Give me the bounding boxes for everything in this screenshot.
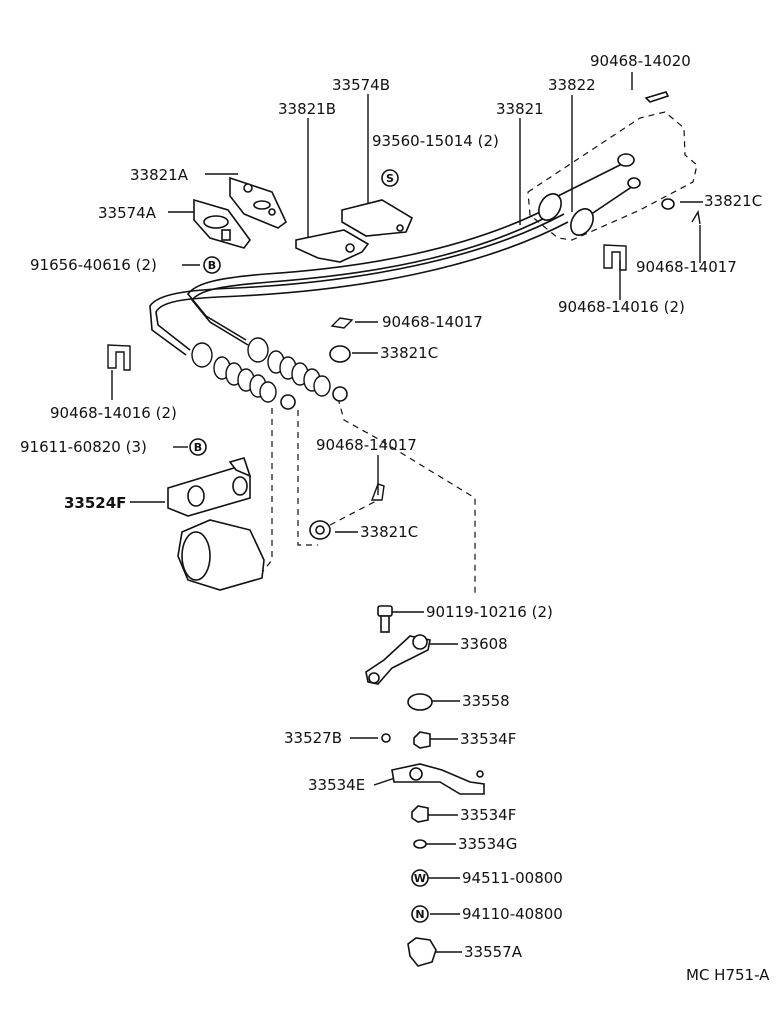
- bracket-33524f: [167, 457, 252, 517]
- label-33558: 33558: [462, 692, 510, 710]
- bushing-33534f-lower: [411, 805, 429, 823]
- label-90468-14020: 90468-14020: [590, 52, 691, 70]
- label-93560-15014: 93560-15014 (2): [372, 132, 499, 150]
- label-33527b: 33527B: [284, 729, 342, 747]
- label-33821b: 33821B: [278, 100, 336, 118]
- plate-33574b: [341, 199, 414, 237]
- bushing-33821c-right: [661, 198, 675, 210]
- label-33608: 33608: [460, 635, 508, 653]
- label-33821a: 33821A: [130, 166, 189, 184]
- label-33557a: 33557A: [464, 943, 523, 961]
- label-33821c-mid: 33821C: [380, 344, 438, 362]
- clip-90468-14020: [644, 91, 670, 103]
- bracket-33821a: [229, 176, 287, 229]
- label-90468-14016-left: 90468-14016 (2): [50, 404, 177, 422]
- shift-cables: [149, 159, 637, 356]
- assembly-dashed-lines: [259, 111, 698, 595]
- label-94511-00800: 94511-00800: [462, 869, 563, 887]
- lever-33608: [365, 634, 431, 685]
- label-91611-60820: 91611-60820 (3): [20, 438, 147, 456]
- nut-33527b: [381, 733, 391, 743]
- symbol-n: N: [411, 905, 429, 923]
- boot-upper: [247, 337, 348, 402]
- label-94110-40800: 94110-40800: [462, 905, 563, 923]
- cable-boots: [191, 337, 348, 410]
- svg-text:W: W: [414, 872, 426, 885]
- symbol-w: W: [411, 869, 429, 887]
- boot-lower: [191, 342, 296, 410]
- part-labels: 90468-14020 33574B 33822 33821B 33821 93…: [20, 52, 770, 984]
- label-33821c-lower: 33821C: [360, 523, 418, 541]
- bolt-90119: [377, 605, 393, 633]
- transmission-housing: [177, 519, 265, 591]
- bushing-33821c-lower: [309, 520, 331, 540]
- svg-text:B: B: [208, 259, 216, 272]
- label-90468-14016-right: 90468-14016 (2): [558, 298, 685, 316]
- cable-end-fittings: [538, 153, 641, 236]
- symbol-b-upper: B: [203, 256, 221, 274]
- clip-90468-14017-lower: [370, 483, 385, 501]
- clip-90468-14017-upper: [330, 317, 354, 329]
- svg-text:S: S: [386, 172, 394, 185]
- label-90468-14017-right: 90468-14017: [636, 258, 737, 276]
- svg-text:N: N: [415, 908, 424, 921]
- bushing-33821c-mid: [329, 345, 351, 363]
- label-33822: 33822: [548, 76, 596, 94]
- clip-90468-14017-right: [691, 210, 701, 225]
- washer-33534g: [413, 839, 427, 849]
- label-33534e: 33534E: [308, 776, 365, 794]
- label-91656-40616: 91656-40616 (2): [30, 256, 157, 274]
- svg-text:B: B: [194, 441, 202, 454]
- symbol-b-lower: B: [189, 438, 207, 456]
- bushing-33558: [407, 693, 433, 711]
- clip-90468-14016-right: [603, 244, 627, 271]
- clip-90468-14016-left: [107, 344, 131, 371]
- knob-33557a: [407, 937, 437, 967]
- plate-33821b: [295, 229, 370, 263]
- label-33574b: 33574B: [332, 76, 390, 94]
- label-33534f-lower: 33534F: [460, 806, 516, 824]
- diagram-code: MC H751-A: [686, 966, 770, 984]
- label-90468-14017-lower: 90468-14017: [316, 436, 417, 454]
- label-90119-10216: 90119-10216 (2): [426, 603, 553, 621]
- lever-33534e: [391, 763, 485, 795]
- bracket-33574a: [193, 198, 251, 249]
- label-33534g: 33534G: [458, 835, 517, 853]
- label-33821: 33821: [496, 100, 544, 118]
- symbol-s: S: [381, 169, 399, 187]
- label-33574a: 33574A: [98, 204, 157, 222]
- label-33821c-right: 33821C: [704, 192, 762, 210]
- label-33534f-upper: 33534F: [460, 730, 516, 748]
- bushing-33534f-upper: [413, 731, 431, 749]
- label-90468-14017-mid: 90468-14017: [382, 313, 483, 331]
- label-33524f: 33524F: [64, 494, 126, 512]
